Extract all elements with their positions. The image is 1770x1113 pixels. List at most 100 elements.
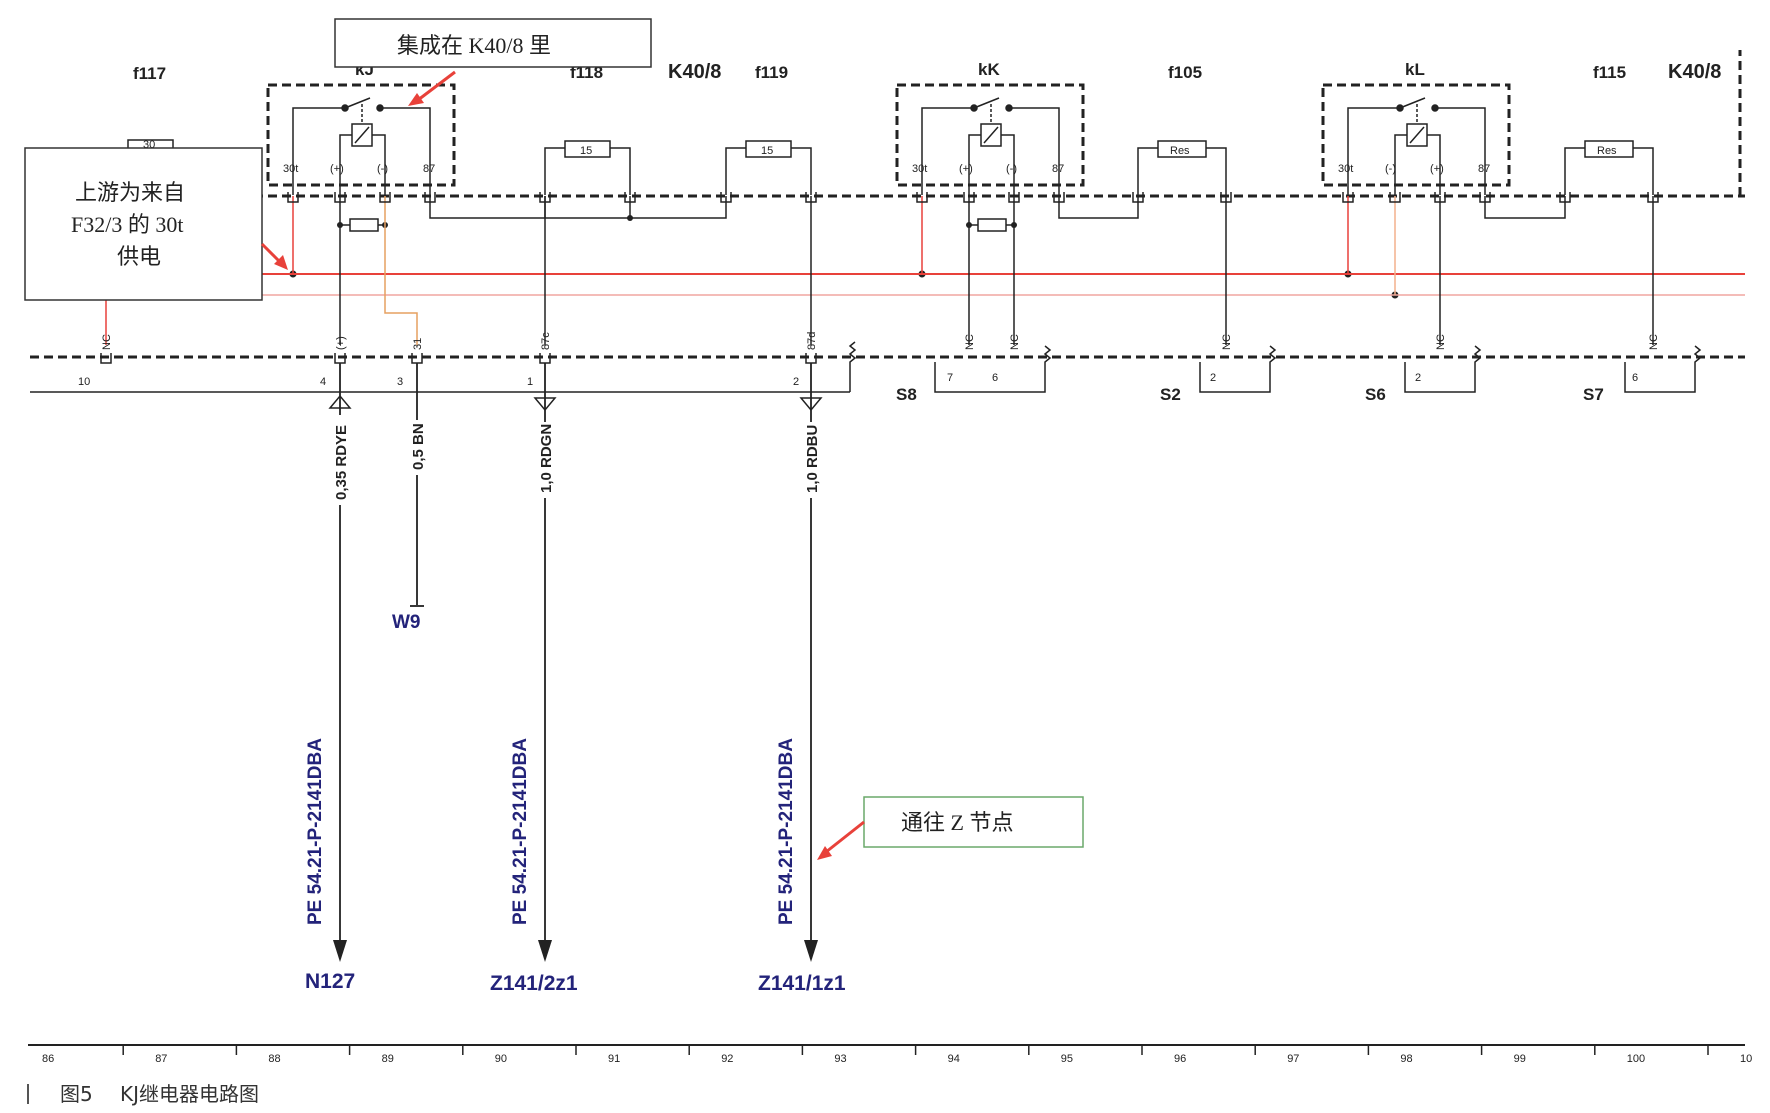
wire-1-0-rdbu: 1,0 RDBU <box>804 425 821 493</box>
kj-pin-minus: (-) <box>377 163 388 175</box>
lower-bus <box>30 341 1702 393</box>
kl-pin-minus: (-) <box>1385 163 1396 175</box>
tag-nc-s8b: NC <box>1009 334 1021 350</box>
pin-s8-6: 6 <box>992 372 998 384</box>
kj-pin-30t: 30t <box>283 163 298 175</box>
relay-kj-symbol <box>292 97 431 195</box>
splice-s6: S6 <box>1365 385 1386 404</box>
pin-4: 4 <box>320 376 326 388</box>
ruler-label: 89 <box>382 1053 394 1065</box>
outgoing-wires <box>339 363 812 945</box>
ruler-label: 90 <box>495 1053 507 1065</box>
kk-pin-30t: 30t <box>912 163 927 175</box>
label-f105: f105 <box>1168 63 1202 82</box>
rail-drops <box>105 196 1396 345</box>
ruler-label: 100 <box>1627 1053 1645 1065</box>
wire-connector-triangles <box>328 394 823 412</box>
tag-nc-10: NC <box>101 334 113 350</box>
pin-2: 2 <box>793 376 799 388</box>
callout-to-z-box <box>863 796 1084 848</box>
callout-to-z: 通往 Z 节点 <box>901 810 1013 835</box>
kk-pin-plus: (+) <box>959 163 973 175</box>
caption-title: KJ继电器电路图 <box>120 1082 259 1106</box>
ruler-label: 91 <box>608 1053 620 1065</box>
relay-kl-symbol <box>1347 97 1486 195</box>
tag-nc-s6: NC <box>1435 334 1447 350</box>
ruler-label: 94 <box>948 1053 960 1065</box>
kl-pin-87: 87 <box>1478 163 1490 175</box>
ruler-labels: 86 87 88 89 90 91 92 93 94 95 96 97 98 99 100 10 <box>42 1053 1752 1065</box>
ruler-label: 93 <box>834 1053 846 1065</box>
ruler-label: 99 <box>1514 1053 1526 1065</box>
module-boundaries <box>30 50 1745 359</box>
callout-integrated-arrow <box>408 70 456 106</box>
kj-pin-87: 87 <box>423 163 435 175</box>
ruler-label: 98 <box>1400 1053 1412 1065</box>
tag-87c-1: 87c <box>540 332 552 350</box>
fuse-f119-value: 15 <box>761 145 773 157</box>
relay-kk-box <box>895 83 1085 187</box>
fuse-f115-value: Res <box>1597 145 1617 157</box>
destination-z141-1z1: Z141/1z1 <box>758 972 846 995</box>
kk-pin-87: 87 <box>1052 163 1064 175</box>
label-f119: f119 <box>755 63 788 82</box>
callout-upstream-line-1: 上游为来自 <box>75 180 185 205</box>
callout-upstream-arrow <box>260 242 288 270</box>
pin-10: 10 <box>78 376 90 388</box>
kl-pin-plus: (+) <box>1430 163 1444 175</box>
tag-plus-4: (+) <box>335 336 347 350</box>
fuse-f118-value: 15 <box>580 145 592 157</box>
ruler-label: 88 <box>268 1053 280 1065</box>
splice-s8: S8 <box>896 385 917 404</box>
tag-nc-s7: NC <box>1648 334 1660 350</box>
tag-nc-s2: NC <box>1221 334 1233 350</box>
destination-z141-2z1: Z141/2z1 <box>490 972 578 995</box>
label-k40-8-right: K40/8 <box>1668 61 1721 83</box>
kj-pin-plus: (+) <box>330 163 344 175</box>
kl-pin-30t: 30t <box>1338 163 1353 175</box>
tag-nc-s8a: NC <box>964 334 976 350</box>
destination-n127: N127 <box>305 970 355 993</box>
vertical-wires <box>339 196 1654 345</box>
relay-pin-labels: 30t (+) (-) 87 30t (+) (-) 87 30t (-) (+… <box>283 163 1490 175</box>
label-f117: f117 <box>133 64 166 83</box>
label-kl: kL <box>1405 60 1425 79</box>
ruler-label: 95 <box>1061 1053 1073 1065</box>
arrowheads <box>333 940 818 962</box>
wire-0-35-rdye: 0,35 RDYE <box>333 425 350 500</box>
ruler-label: 87 <box>155 1053 167 1065</box>
caption-figure-number: 图5 <box>60 1082 93 1106</box>
junction-dots <box>289 215 1399 299</box>
ruler-label: 96 <box>1174 1053 1186 1065</box>
pe-ref-2: PE 54.21-P-2141DBA <box>510 738 531 925</box>
splice-s7: S7 <box>1583 385 1604 404</box>
pe-ref-1: PE 54.21-P-2141DBA <box>305 738 326 925</box>
ruler-label: 10 <box>1740 1053 1752 1065</box>
pin-s7-6: 6 <box>1632 372 1638 384</box>
pin-s2-2: 2 <box>1210 372 1216 384</box>
callout-integrated-box <box>334 18 652 68</box>
internal-wiring <box>338 196 1566 232</box>
splice-s2: S2 <box>1160 385 1181 404</box>
callout-upstream-box <box>24 147 263 301</box>
wire-1-0-rdgn: 1,0 RDGN <box>538 424 555 493</box>
pin-1: 1 <box>527 376 533 388</box>
relay-kj-box <box>266 83 456 187</box>
ruler-label: 92 <box>721 1053 733 1065</box>
relay-kk-symbol <box>921 97 1060 195</box>
fuses <box>127 139 1654 195</box>
label-kk: kK <box>978 60 1000 79</box>
label-k40-8-left: K40/8 <box>668 61 721 83</box>
ruler-label: 86 <box>42 1053 54 1065</box>
ruler-label: 97 <box>1287 1053 1299 1065</box>
connector-tags: NC (+) 31 87c 87d NC NC NC NC NC <box>101 332 1660 350</box>
ground-w9: W9 <box>392 612 421 633</box>
callout-upstream-line-2: F32/3 的 30t <box>71 212 183 237</box>
wire-0-5-bn: 0,5 BN <box>410 423 427 470</box>
pin-s8-7: 7 <box>947 372 953 384</box>
callout-integrated: 集成在 K40/8 里 <box>397 33 551 58</box>
pin-3: 3 <box>397 376 403 388</box>
fuse-f105-value: Res <box>1170 145 1190 157</box>
callout-to-z-arrow <box>817 820 865 860</box>
relay-kl-box <box>1321 83 1511 187</box>
